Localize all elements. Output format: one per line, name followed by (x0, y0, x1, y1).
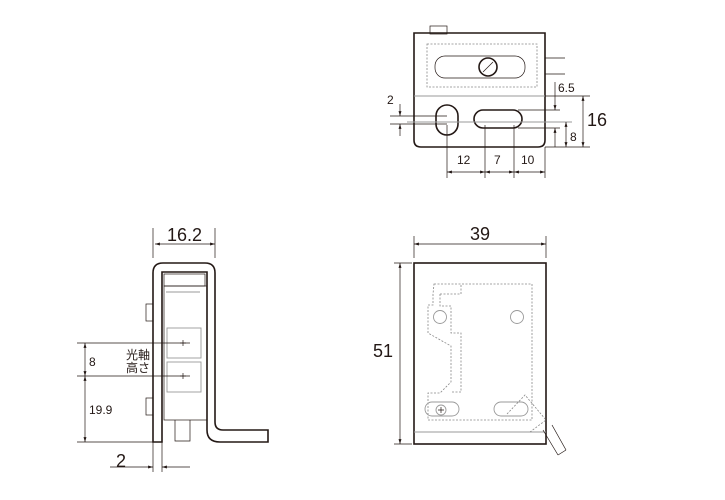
dim-6-5: 6.5 (558, 81, 575, 95)
sensor-body (163, 285, 208, 421)
dim-8: 8 (570, 130, 577, 144)
top-body (413, 32, 546, 148)
top-view: 2 6.5 16 8 12 7 10 (387, 25, 607, 178)
side-view: 16.2 8 19.9 2 光軸 高さ (77, 225, 269, 472)
dim-19-9: 19.9 (89, 403, 113, 417)
optical-axis-label: 光軸 (126, 348, 150, 362)
dim-12: 12 (457, 153, 471, 167)
dim-10: 10 (521, 153, 535, 167)
dim-thickness-2: 2 (116, 451, 126, 471)
slot (434, 55, 526, 79)
dim-39: 39 (470, 224, 490, 244)
adjust-screw-icon (478, 57, 498, 77)
dim-7: 7 (494, 153, 501, 167)
front-view: 39 51 (373, 224, 567, 456)
dim-16-2: 16.2 (167, 225, 202, 245)
height-label: 高さ (126, 360, 150, 375)
cable (545, 57, 565, 75)
top-knob (429, 25, 448, 35)
cable (542, 424, 567, 456)
dim-2: 2 (387, 93, 394, 107)
dim-51: 51 (373, 341, 393, 361)
dim-axis-8: 8 (89, 355, 96, 369)
mount-slot (473, 109, 523, 129)
front-body (413, 262, 547, 445)
dim-16: 16 (587, 110, 607, 130)
bracket (152, 262, 269, 443)
